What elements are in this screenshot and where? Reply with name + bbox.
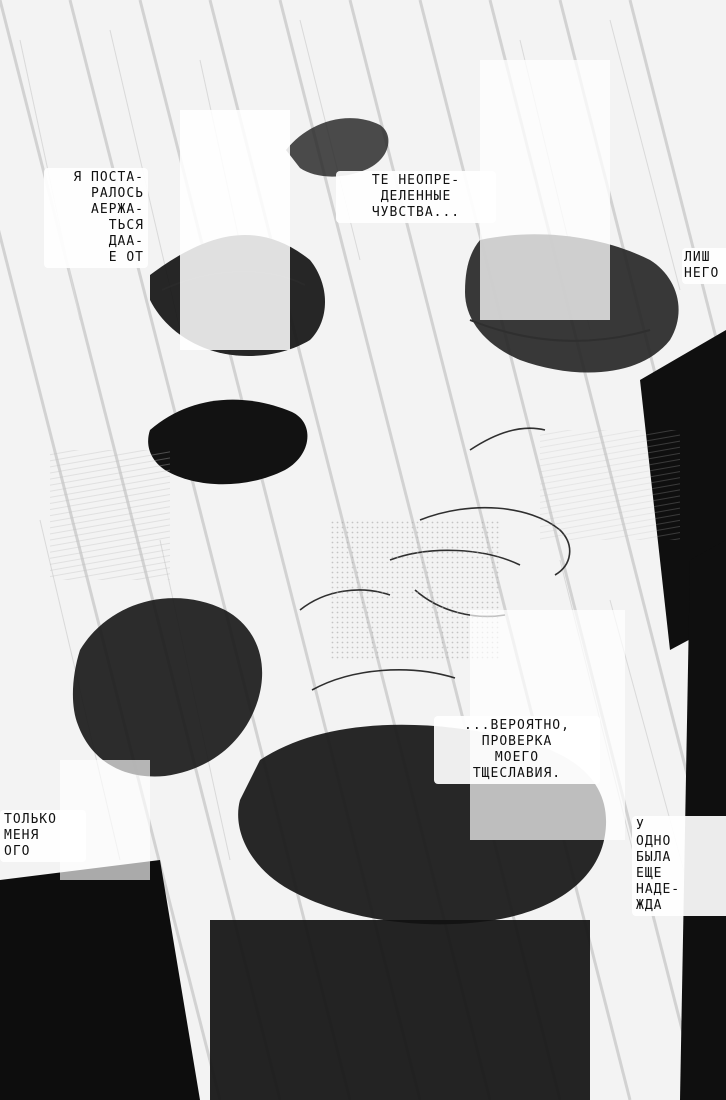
caption-top-center: ТЕ НЕОПРЕ- ДЕЛЕННЫЕ ЧУВСТВА...: [336, 171, 496, 223]
caption-bottom-left: ТОЛЬКО МЕНЯ ОГО: [0, 810, 86, 862]
caption-top-right: ЛИШ НЕГО: [682, 248, 726, 284]
caption-top-left: Я ПОСТА- РАЛОСЬ АЕРЖА- ТЬСЯ ДАА- Е ОТ: [44, 168, 148, 268]
caption-middle-center: ...ВЕРОЯТНО, ПРОВЕРКА МОЕГО ТЩЕСЛАВИЯ.: [434, 716, 600, 784]
caption-bottom-right: У ОДНО БЫЛА ЕЩЕ НАДЕ- ЖДА: [632, 816, 726, 916]
